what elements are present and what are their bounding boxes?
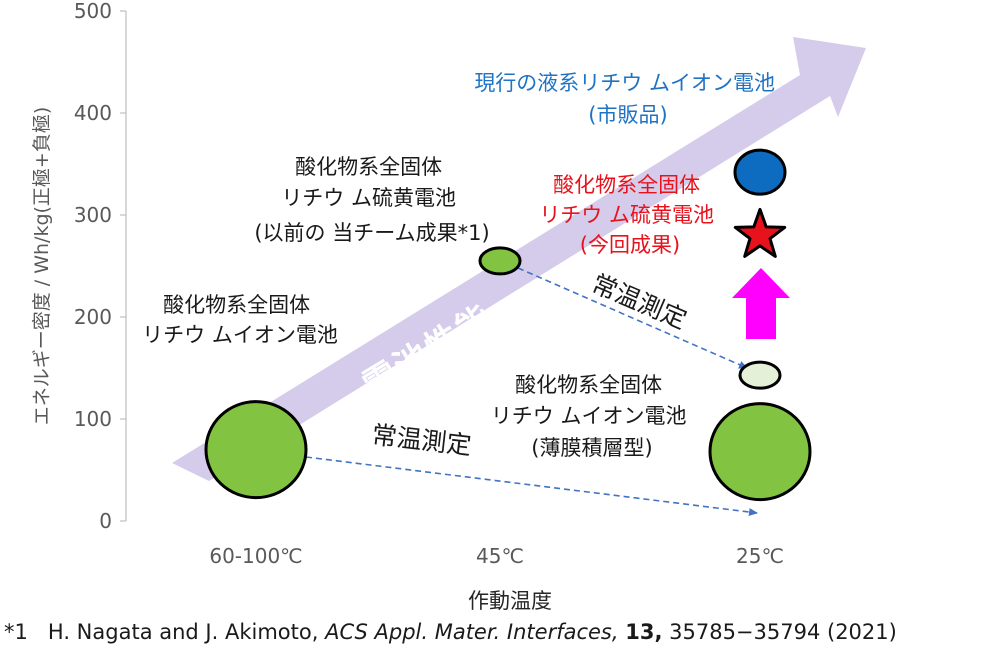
x-tick-label: 60-100℃ xyxy=(209,544,302,568)
room-temp-label-upper: 常温測定 xyxy=(588,269,691,335)
label-oxide-li-ion: 酸化物系全固体 リチウ ムイオン電池 xyxy=(142,293,338,347)
y-axis-title: エネルギー密度 / Wh/kg(正極+負極) xyxy=(31,107,53,426)
chart-svg: 電池性能 作動温度 エネルギー密度 / Wh/kg(正極+負極) 0100200… xyxy=(31,0,866,613)
dashed-arrow-60to25 xyxy=(305,456,758,516)
y-tick-label: 200 xyxy=(74,305,112,329)
x-tick-label: 25℃ xyxy=(736,544,784,568)
label-thin-film: 酸化物系全固体 リチウ ムイオン電池 (薄膜積層型) xyxy=(491,373,693,460)
y-tick-label: 500 xyxy=(74,0,112,23)
data-point-circle xyxy=(708,402,812,502)
annotation-layer: 現行の液系リチウ ムイオン電池 (市販品) 酸化物系全固体 リチウ ム硫黄電池 … xyxy=(142,71,781,460)
reference-citation: *1 H. Nagata and J. Akimoto, ACS Appl. M… xyxy=(4,620,994,650)
x-tick-label: 45℃ xyxy=(476,544,524,568)
y-tick-label: 300 xyxy=(74,203,112,227)
label-previous-work: 酸化物系全固体 リチウ ム硫黄電池 (以前の 当チーム成果*1) xyxy=(254,155,489,245)
reference-volume: 13, xyxy=(625,620,663,644)
label-commercial: 現行の液系リチウ ムイオン電池 (市販品) xyxy=(474,71,781,127)
y-tick-label: 400 xyxy=(74,101,112,125)
data-point-circle xyxy=(478,246,522,276)
data-point-circle xyxy=(204,400,308,500)
tick-layer: 0 100 200 300 400 500 60-100℃ 45℃ 25℃ xyxy=(74,0,784,568)
y-tick-label: 100 xyxy=(74,407,112,431)
y-tick-label: 0 xyxy=(99,509,112,533)
improvement-arrow-layer xyxy=(732,268,790,339)
data-points-layer xyxy=(204,148,812,502)
axes-layer: 作動温度 エネルギー密度 / Wh/kg(正極+負極) xyxy=(31,11,552,613)
label-this-work: 酸化物系全固体 リチウ ム硫黄電池 (今回成果) xyxy=(539,173,720,257)
room-temp-label-lower: 常温測定 xyxy=(370,420,473,460)
reference-marker: *1 xyxy=(4,620,28,644)
data-point-circle xyxy=(738,360,782,390)
reference-authors: H. Nagata and J. Akimoto, xyxy=(47,620,319,644)
data-point-circle xyxy=(733,148,787,196)
x-axis-title: 作動温度 xyxy=(468,589,552,613)
reference-pages: 35785−35794 (2021) xyxy=(669,620,897,644)
improvement-arrow xyxy=(732,268,790,339)
dashed-arrow-45to25 xyxy=(517,267,748,369)
reference-journal: ACS Appl. Mater. Interfaces, xyxy=(325,620,619,644)
data-point-star xyxy=(733,207,787,258)
